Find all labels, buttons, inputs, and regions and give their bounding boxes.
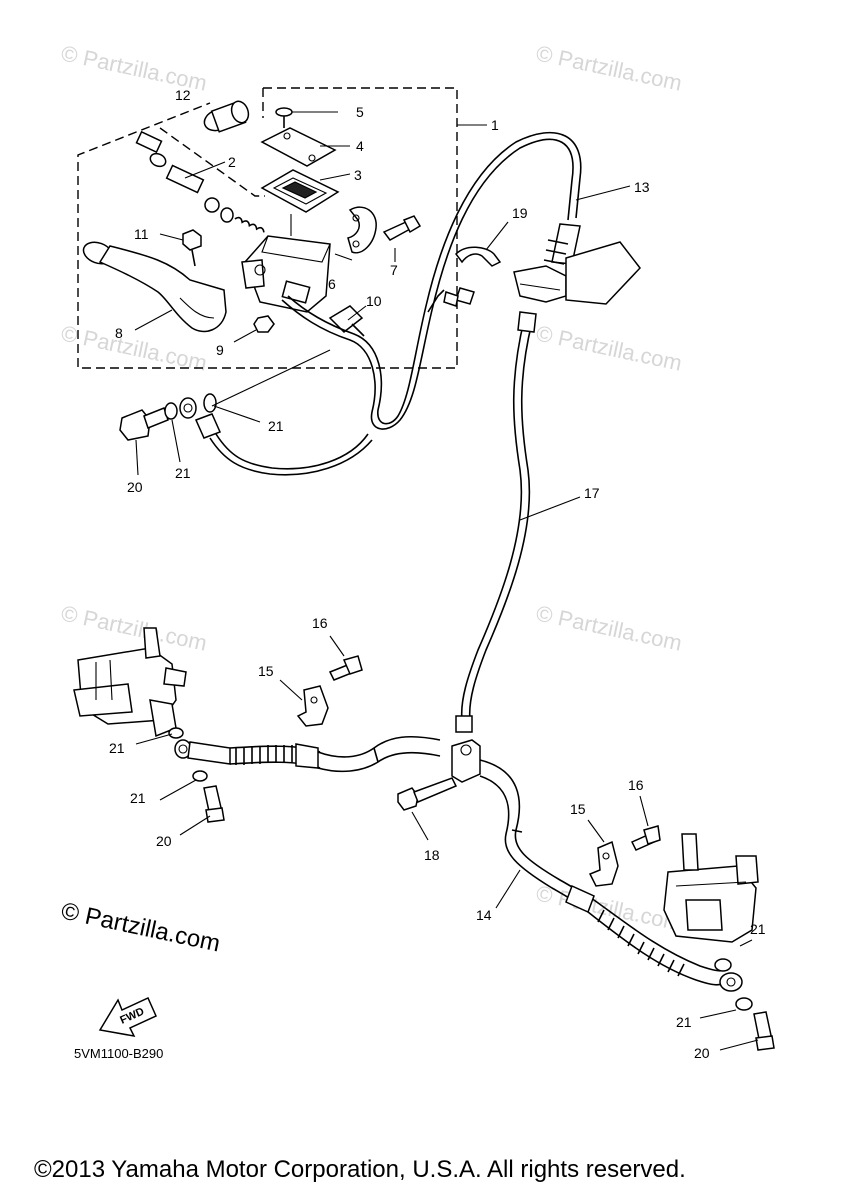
brake-lever-part [82,241,227,333]
leader-11 [159,233,184,241]
leader-15 [279,679,303,701]
callout-11: 11 [134,226,149,242]
leader-21 [159,779,197,801]
callout-16: 16 [312,615,328,631]
callout-20: 20 [127,479,143,495]
clamp-part [334,206,377,261]
callout-18: 18 [424,847,440,863]
leader-21 [213,405,261,423]
callout-6: 6 [328,276,336,292]
screw-part [275,107,338,128]
copyright-notice: ©2013 Yamaha Motor Corporation, U.S.A. A… [34,1156,686,1183]
callout-12: 12 [175,87,191,103]
pivot-bolt-part [159,229,202,267]
callout-labels: 1 2 3 4 5 6 7 8 9 10 11 12 13 14 15 15 1… [109,87,766,1061]
joint-block [451,739,481,783]
leader-2 [184,161,226,179]
master-cylinder-assembly-boundary [77,87,458,369]
right-hose-guide-part [587,819,619,887]
leader-20 [179,815,211,836]
callout-7: 7 [390,262,398,278]
leader-21 [171,419,181,463]
watermark: © Partzilla.com [534,320,684,375]
left-hose-guide-part [279,679,329,727]
callout-2: 2 [228,154,236,170]
callout-17: 17 [584,485,600,501]
leader-21 [699,1009,737,1019]
joint-bolt-part [397,777,458,841]
brake-switch-part [328,305,367,337]
leader-10 [347,305,367,321]
watermark: © Partzilla.com [534,600,684,655]
boot-part [203,100,250,133]
brake-pipe-part [455,311,581,733]
callout-3: 3 [354,167,362,183]
callout-21: 21 [109,740,125,756]
right-guide-bolt-part [630,795,661,851]
leader-18 [411,811,429,841]
callout-15: 15 [570,801,586,817]
leader-3 [319,173,351,181]
callout-21: 21 [750,921,766,937]
partzilla-logo: © Partzilla.com [59,897,223,957]
diaphragm-part [260,169,351,213]
leader-9 [233,329,257,343]
leader-13 [575,185,631,201]
callout-15: 15 [258,663,274,679]
piston-kit-part [135,127,265,233]
cap-part [260,127,350,167]
clamp-bolt-part [382,215,422,262]
leader-6 [334,253,353,261]
left-guide-bolt-part [328,635,363,681]
callout-10: 10 [366,293,382,309]
leader-16 [329,635,345,657]
handlebar-bracket [513,241,641,305]
callout-13: 13 [634,179,650,195]
leader-16 [639,795,649,827]
leader-19 [485,221,509,251]
callout-20: 20 [156,833,172,849]
hose-clamp-part [455,221,509,267]
leader-21 [739,939,753,947]
callout-21: 21 [268,418,284,434]
left-banjo-fitting [135,727,225,836]
diagram-code: 5VM1100-B290 [74,1046,163,1061]
callout-21: 21 [175,465,191,481]
callout-5: 5 [356,104,364,120]
right-brake-caliper [663,833,759,943]
leader-8 [134,309,173,331]
right-brake-hose [479,759,725,986]
callout-16: 16 [628,777,644,793]
upper-brake-hose [281,131,582,430]
callout-20: 20 [694,1045,710,1061]
right-banjo-fitting [699,939,775,1051]
callout-8: 8 [115,325,123,341]
fwd-arrow-icon: FWD [98,997,157,1037]
watermark: © Partzilla.com [59,600,209,655]
callout-19: 19 [512,205,528,221]
master-cylinder-body [241,214,331,313]
leader-21 [135,733,173,745]
leader-14 [495,869,521,909]
callout-14: 14 [476,907,492,923]
callout-4: 4 [356,138,364,154]
left-brake-hose [174,735,441,773]
leader-17 [519,496,581,521]
leader-15 [587,819,605,843]
watermark: © Partzilla.com [534,40,684,95]
leader-20 [719,1039,759,1051]
callout-9: 9 [216,342,224,358]
leader-20 [135,439,139,476]
left-brake-caliper [73,627,187,738]
upper-banjo-fitting [119,349,373,476]
callout-1: 1 [491,117,499,133]
nut-part [233,315,275,343]
callout-21: 21 [676,1014,692,1030]
callout-21: 21 [130,790,146,806]
